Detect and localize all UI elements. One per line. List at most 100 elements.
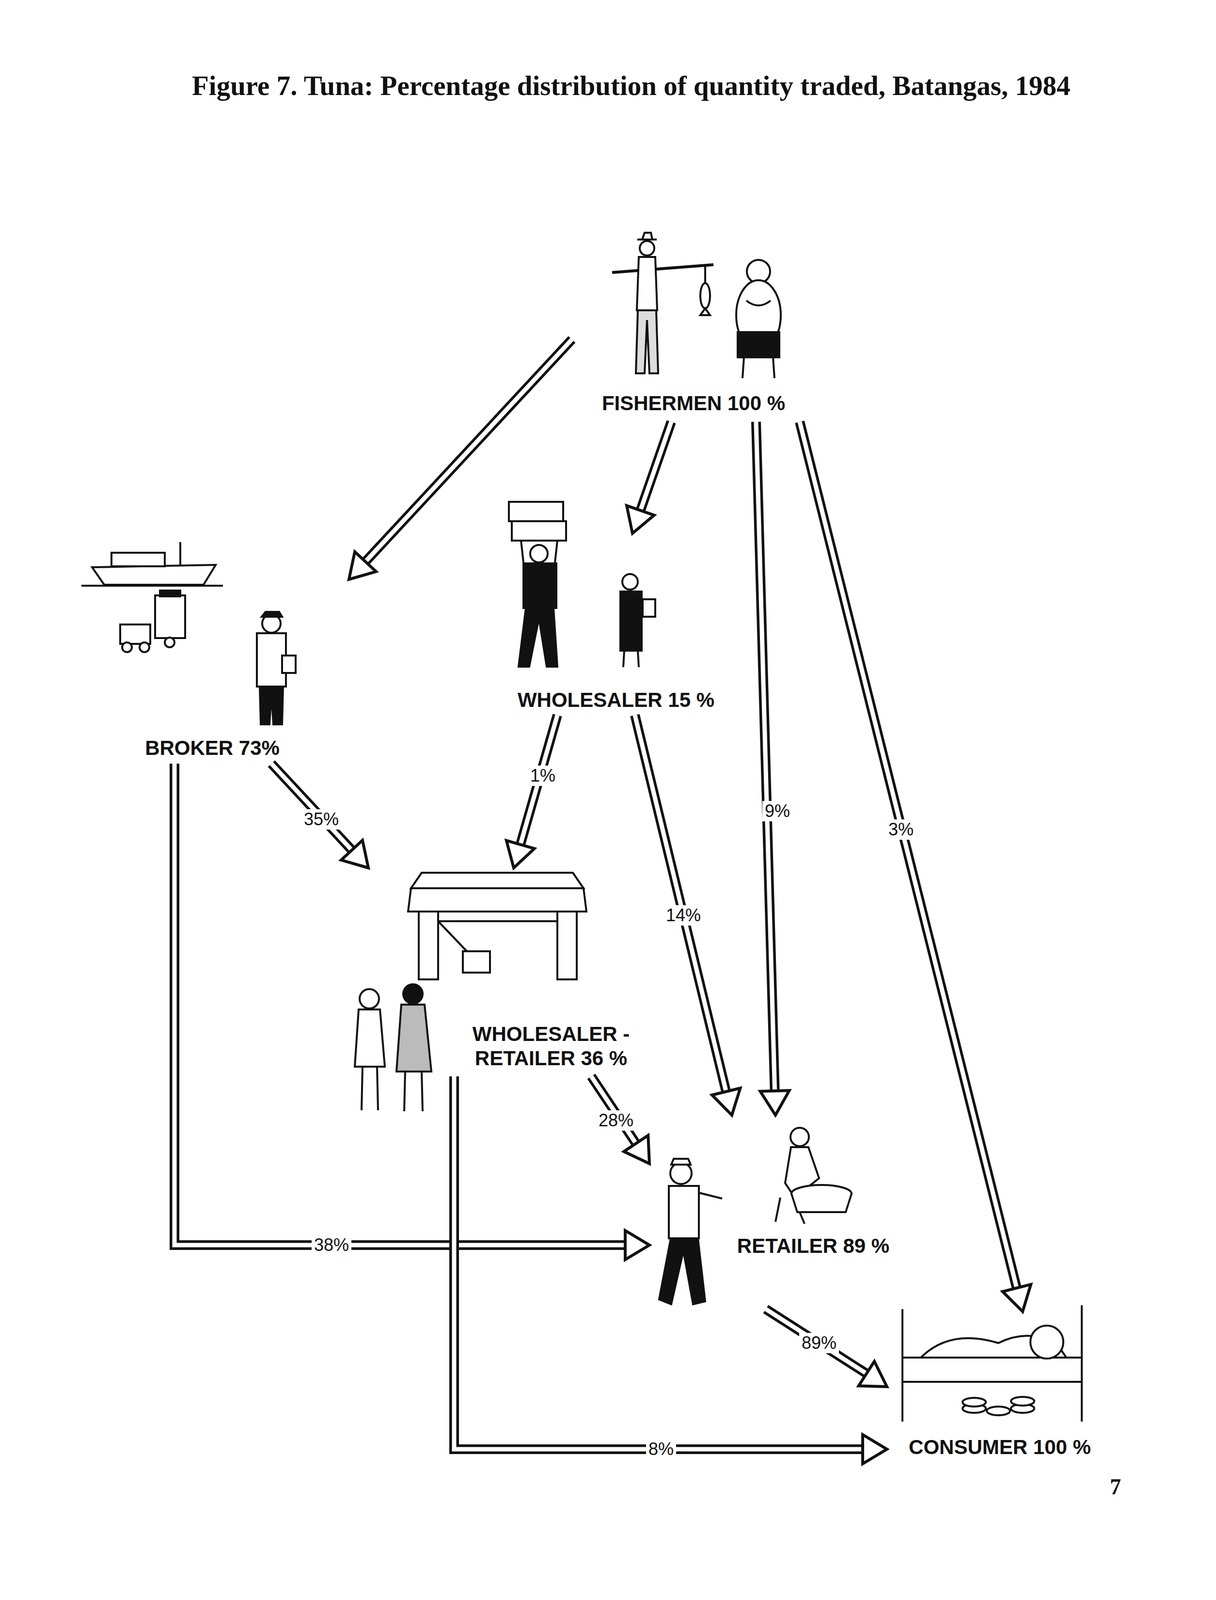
cart-figure-part: [155, 595, 186, 638]
box-carrier-figure-part: [511, 521, 567, 541]
flow-percentage: 9%: [762, 800, 793, 822]
box-carrier-figure-part: [530, 544, 548, 563]
flow-percentage: 28%: [596, 1109, 636, 1131]
market-table-figure-part: [408, 887, 587, 912]
arrow-head: [625, 1230, 650, 1260]
arrow-shaft-outline: [765, 1308, 867, 1374]
actor-label: WHOLESALER 15 %: [515, 687, 717, 712]
actor-label: CONSUMER 100 %: [906, 1434, 1093, 1459]
broker-figure-part: [282, 655, 296, 673]
actor-label: RETAILER 89 %: [735, 1233, 892, 1258]
arrow-shaft-outline: [271, 763, 352, 850]
arrow-shaft-inner: [640, 421, 672, 511]
walking-man-figure-part: [698, 1192, 723, 1199]
sleeping-consumer-figure-part: [902, 1357, 1082, 1382]
arrow-shaft-outline: [799, 421, 1017, 1288]
arrow-head: [626, 505, 655, 534]
market-table-figure-part: [418, 911, 439, 980]
flow-arrow: [174, 763, 650, 1260]
box-carrier-figure-part: [521, 540, 558, 563]
flow-arrow: [626, 421, 672, 534]
walking-man-figure-part: [659, 1237, 706, 1304]
two-women-figure-part: [354, 1009, 385, 1067]
washing-woman-figure-part: [791, 1193, 852, 1212]
two-women-figure-part: [359, 988, 380, 1009]
arrow-shaft-inner: [271, 763, 352, 850]
fat-man-figure-part: [746, 300, 771, 306]
flow-arrow: [591, 1075, 650, 1164]
flow-percentage: 89%: [799, 1332, 839, 1353]
cart-figure-part: [122, 642, 132, 652]
actor-node: RETAILER 89 %: [649, 1114, 916, 1309]
arrow-head: [711, 1087, 741, 1115]
flow-arrow: [506, 714, 558, 868]
box-carrier-figure-part: [523, 563, 557, 608]
actor-label: BROKER 73%: [142, 735, 282, 760]
washing-woman-figure-part: [775, 1197, 805, 1224]
arrow-shaft-outline: [365, 339, 572, 562]
fisherman-figure-part: [700, 308, 711, 316]
arrow-shaft-inner: [365, 339, 572, 562]
cart-figure: [120, 590, 186, 652]
market-table-figure-part: [438, 919, 558, 922]
fisherman-figure-part: [637, 232, 657, 240]
sleeping-consumer-figure-part: [986, 1405, 1011, 1415]
page-number: 7: [1109, 1473, 1122, 1500]
arrow-shaft-outline: [756, 421, 775, 1091]
flow-arrow: [271, 763, 369, 868]
fat-man-figure-part: [742, 357, 775, 379]
flow-arrow: [454, 1075, 887, 1464]
actor-node: BROKER 73%: [77, 542, 349, 764]
market-table-figure: [408, 872, 587, 980]
fat-man-figure: [736, 259, 781, 379]
walking-man-figure-part: [671, 1158, 691, 1165]
woman-figure-part: [620, 591, 642, 651]
arrow-shaft-inner: [756, 421, 775, 1091]
market-table-figure-part: [557, 911, 577, 980]
flow-percentage: 8%: [646, 1438, 677, 1459]
washing-woman-figure-part: [790, 1127, 809, 1146]
box-carrier-figure: [508, 501, 567, 667]
arrow-shaft-outline: [174, 763, 626, 1245]
arrow-head: [862, 1434, 887, 1464]
arrow-shaft-inner: [799, 421, 1017, 1288]
arrow-head: [760, 1089, 790, 1115]
arrow-shaft-inner: [454, 1075, 863, 1449]
market-table-figure-part: [462, 950, 490, 973]
sleeping-consumer-figure-part: [1030, 1325, 1064, 1359]
fisherman-figure-part: [635, 310, 659, 374]
two-women-figure-part: [403, 983, 423, 1004]
walking-man-figure-part: [670, 1162, 692, 1184]
walking-man-figure-part: [668, 1185, 699, 1238]
boat-figure-part: [179, 541, 182, 565]
flow-arrow: [756, 421, 790, 1115]
woman-figure-part: [642, 599, 656, 617]
sleeping-consumer-figure: [902, 1304, 1082, 1422]
boat-figure-part: [92, 564, 216, 585]
arrow-head: [506, 840, 535, 868]
arrow-shaft-inner: [765, 1308, 867, 1374]
arrow-head: [623, 1135, 650, 1164]
fisherman-figure-part: [700, 283, 711, 309]
cart-figure-part: [159, 590, 181, 597]
two-women-figure-part: [404, 1071, 423, 1111]
arrow-shaft-inner: [174, 763, 626, 1245]
fisherman-figure-part: [639, 240, 655, 256]
two-women-figure-part: [361, 1066, 379, 1110]
sleeping-consumer-figure-part: [1010, 1396, 1035, 1406]
flow-percentage: 1%: [527, 765, 558, 786]
arrow-shaft-inner: [591, 1075, 636, 1143]
two-women-figure: [354, 983, 432, 1111]
woman-figure-part: [623, 650, 639, 667]
figure-title: Figure 7. Tuna: Percentage distribution …: [191, 67, 1205, 104]
actor-node: WHOLESALER 15 %: [494, 533, 737, 715]
flow-arrow: [348, 339, 572, 580]
two-women-figure-part: [396, 1004, 432, 1072]
box-carrier-figure-part: [508, 501, 564, 522]
arrow-head: [341, 839, 369, 868]
actor-label: FISHERMEN 100 %: [600, 391, 788, 416]
walking-man-figure: [659, 1158, 723, 1304]
flow-percentage: 3%: [885, 819, 916, 840]
